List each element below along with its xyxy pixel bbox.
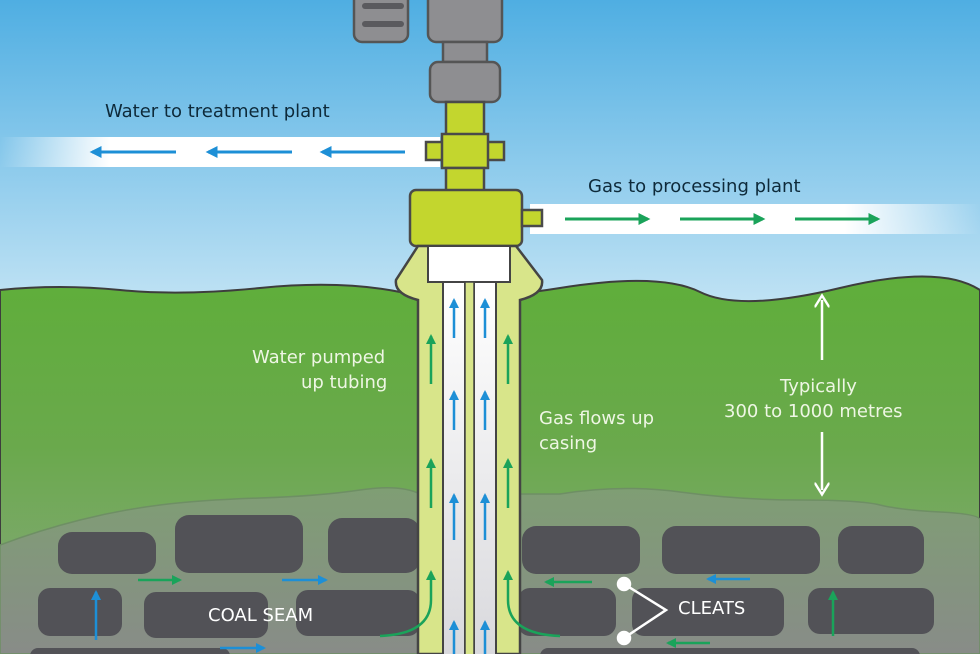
gas-up-arrows [379, 334, 561, 638]
water-pumped-label-line2: up tubing [301, 372, 388, 393]
cleats-label: CLEATS [678, 598, 746, 619]
seam-arrows [91, 574, 838, 653]
wellhead [408, 100, 544, 248]
depth-label-line1: Typically [780, 376, 857, 397]
water-to-treatment-label: Water to treatment plant [105, 101, 330, 122]
coal-seam-label: COAL SEAM [208, 605, 314, 626]
gas-to-processing-label: Gas to processing plant [588, 176, 801, 197]
pump-unit [352, 0, 504, 104]
gas-flows-label-line1: Gas flows up [539, 408, 655, 429]
depth-label-line2: 300 to 1000 metres [724, 401, 903, 422]
coal-blocks [30, 515, 934, 658]
gas-flows-label-line2: casing [539, 433, 598, 454]
water-up-arrows [449, 298, 490, 654]
tubing-divider [464, 281, 475, 658]
water-pumped-label-line1: Water pumped [252, 347, 386, 368]
casing-collar [427, 245, 511, 283]
pump-slots [362, 3, 404, 27]
cleats-pointer [616, 576, 669, 646]
